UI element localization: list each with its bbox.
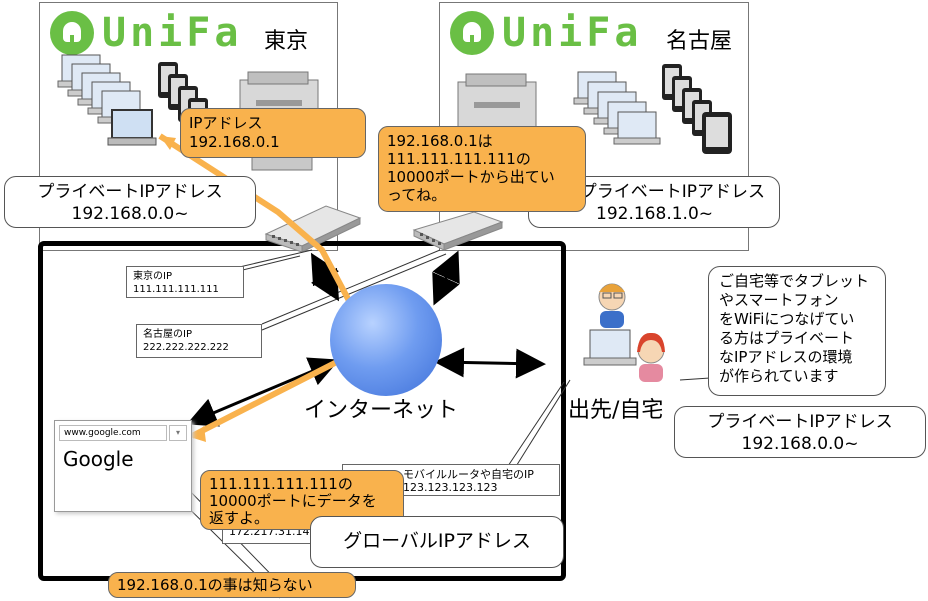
nagoya-ip-box: 名古屋のIP 222.222.222.222 [136,324,262,358]
global-ip-box: グローバルIPアドレス [310,516,564,568]
google-url-bar[interactable]: www.google.com [59,425,167,441]
google-page-title: Google [63,447,134,471]
nagoya-ip-title: 名古屋のIP [143,329,192,340]
tokyo-private-ip-title: プライベートIPアドレス [37,182,223,202]
return-note-line: 111.111.111.111の [209,475,353,493]
ip-address-title: IPアドレス [189,114,263,132]
tokyo-city-name: 東京 [264,29,309,54]
remote-note-line: る方はプライベート [719,329,855,347]
tokyo-laptops [57,54,157,146]
nagoya-private-ip-range: 192.168.1.0~ [596,204,713,224]
tokyo-private-ip-range: 192.168.0.0~ [71,204,189,224]
nagoya-phones [662,64,732,154]
port-note-line: 111.111.111.111の [387,150,531,168]
return-note-line: 10000ポートにデータを [209,492,377,510]
nagoya-ip-value: 222.222.222.222 [143,342,229,353]
nagoya-city-name: 名古屋 [666,29,733,54]
remote-note-line: が作られています [719,367,839,385]
remote-private-ip-range: 192.168.0.0~ [741,434,859,454]
dropdown-icon[interactable]: ▾ [169,425,187,441]
mobile-ip-value: 123.123.123.123 [403,481,498,494]
remote-note-line: なIPアドレスの環境 [719,348,853,366]
unknown-note-text: 192.168.0.1の事は知らない [117,576,313,594]
nagoya-logo-text: UniFa [502,10,643,56]
port-note-line: ってね。 [387,186,447,204]
unifa-logo-icon [50,11,94,55]
packet-path-arrowhead [160,136,176,150]
remote-note-line: をWiFiにつなげてい [719,310,855,328]
google-browser-window: www.google.com ▾ Google [54,420,192,512]
remote-location-label: 出先/自宅 [568,398,664,423]
unknown-note-callout: 192.168.0.1の事は知らない [108,572,356,598]
internet-label: インターネット [304,398,459,423]
global-ip-label: グローバルIPアドレス [343,530,531,552]
tokyo-ip-title: 東京のIP [133,271,172,282]
remote-note-line: ご自宅等でタブレット [719,272,870,290]
remote-private-ip-title: プライベートIPアドレス [707,412,893,432]
remote-private-ip-box: プライベートIPアドレス 192.168.0.0~ [674,406,926,458]
nagoya-laptops [573,71,661,145]
ip-address-value: 192.168.0.1 [189,133,280,151]
remote-user-icons [583,283,665,382]
tokyo-private-ip-box: プライベートIPアドレス 192.168.0.0~ [4,176,256,228]
port-note-callout: 192.168.0.1は 111.111.111.111の 10000ポートから… [378,126,586,212]
packet-path-arrowhead [190,426,206,442]
internet-globe-icon [330,284,442,396]
remote-note-bubble: ご自宅等でタブレット やスマートフォン をWiFiにつなげてい る方はプライベー… [708,266,886,396]
network-arrows [186,250,546,427]
nagoya-logo: UniFa [450,11,642,55]
tokyo-ip-box: 東京のIP 111.111.111.111 [126,266,244,298]
tokyo-ip-value: 111.111.111.111 [133,284,219,295]
remote-note-line: やスマートフォン [719,291,839,309]
port-note-line: 10000ポートから出てい [387,168,555,186]
nagoya-router-icon [412,211,504,251]
tokyo-logo: UniFa [50,11,242,55]
port-note-line: 192.168.0.1は [387,132,493,150]
mobile-ip-title: モバイルルータや自宅のIP [403,468,534,481]
tokyo-logo-text: UniFa [102,10,243,56]
nagoya-private-ip-title: プライベートIPアドレス [579,182,765,202]
return-note-line: 返すよ。 [209,509,270,527]
ip-address-callout: IPアドレス 192.168.0.1 [180,108,366,158]
unifa-logo-icon [450,11,494,55]
